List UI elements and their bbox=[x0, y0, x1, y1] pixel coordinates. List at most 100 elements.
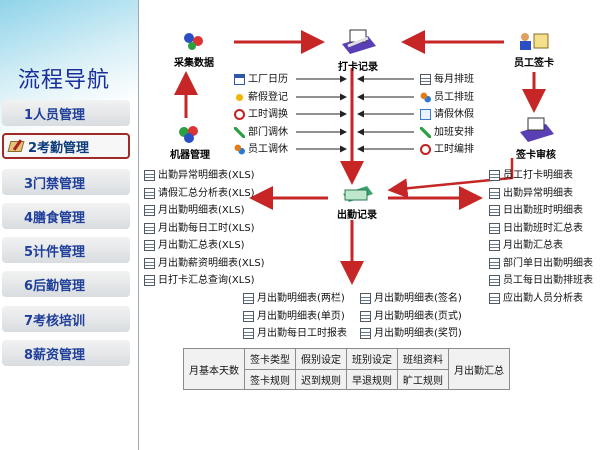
report-link[interactable]: 月出勤每日工时报表 bbox=[243, 325, 347, 343]
report-link[interactable]: 部门单日出勤明细表 bbox=[489, 255, 593, 273]
feeder-arrows bbox=[296, 75, 414, 153]
grid-cell-month-summary[interactable]: 月出勤汇总 bbox=[448, 348, 510, 390]
node-machine-management[interactable]: 机器管理 bbox=[160, 124, 220, 161]
report-link[interactable]: 月出勤薪资明细表(XLS) bbox=[144, 255, 265, 273]
grid-cell[interactable]: 旷工规则 bbox=[397, 368, 449, 390]
report-icon bbox=[489, 257, 500, 269]
report-label: 月出勤汇总表(XLS) bbox=[158, 240, 245, 251]
node-collect-data[interactable]: 采集数据 bbox=[164, 30, 224, 69]
bottom-report-list-right: 月出勤明细表(签名) 月出勤明细表(页式) 月出勤明细表(奖罚) bbox=[360, 290, 462, 343]
report-label: 月出勤薪资明细表(XLS) bbox=[158, 257, 265, 269]
right-report-list: 员工打卡明细表 出勤异常明细表 日出勤班时明细表 日出勤班时汇总表 月出勤汇总表… bbox=[489, 167, 593, 307]
node-punch-record[interactable]: 打卡记录 bbox=[328, 26, 388, 73]
printer-icon bbox=[420, 74, 431, 86]
setting-label: 员工排班 bbox=[434, 91, 474, 103]
grid-cell[interactable]: 签卡规则 bbox=[244, 368, 296, 390]
report-icon bbox=[144, 205, 155, 217]
nav-item-access-control[interactable]: 3门禁管理 bbox=[2, 169, 130, 195]
report-link[interactable]: 出勤异常明细表 bbox=[489, 185, 593, 203]
setting-label: 工时编排 bbox=[434, 144, 474, 155]
report-link[interactable]: 月出勤每日工时(XLS) bbox=[144, 220, 265, 238]
nav-item-training[interactable]: 7考核培训 bbox=[2, 306, 130, 332]
report-link[interactable]: 月出勤明细表(两栏) bbox=[243, 290, 347, 308]
report-icon bbox=[360, 310, 371, 322]
setting-item[interactable]: 薪假登记 bbox=[234, 89, 288, 107]
report-link[interactable]: 月出勤明细表(签名) bbox=[360, 290, 462, 308]
report-link[interactable]: 月出勤汇总表 bbox=[489, 237, 593, 255]
nav-item-attendance[interactable]: 2考勤管理 bbox=[2, 133, 130, 159]
grid-cell[interactable]: 迟到规则 bbox=[295, 368, 347, 390]
nav-label: 6后勤管理 bbox=[24, 278, 86, 294]
attendance-record-icon bbox=[343, 186, 373, 202]
setting-label: 员工调休 bbox=[248, 144, 288, 155]
node-label: 签卡审核 bbox=[516, 150, 556, 161]
report-label: 月出勤每日工时报表 bbox=[257, 328, 347, 339]
nav-item-logistics[interactable]: 6后勤管理 bbox=[2, 271, 130, 297]
right-settings-list: 每月排班 员工排班 请假休假 加班安排 工时编排 bbox=[420, 71, 474, 159]
node-employee-card[interactable]: 员工签卡 bbox=[504, 30, 564, 69]
nav-item-piecework[interactable]: 5计件管理 bbox=[2, 237, 130, 263]
grid-cell-month-days[interactable]: 月基本天数 bbox=[183, 348, 245, 390]
node-card-review[interactable]: 签卡审核 bbox=[506, 116, 566, 161]
report-link[interactable]: 员工每日出勤排班表 bbox=[489, 272, 593, 290]
machine-icon bbox=[179, 126, 198, 143]
employee-card-icon bbox=[520, 33, 549, 50]
report-icon bbox=[360, 293, 371, 305]
setting-item[interactable]: 部门调休 bbox=[234, 124, 288, 142]
report-link[interactable]: 日出勤班时汇总表 bbox=[489, 220, 593, 238]
node-attendance-record[interactable]: 出勤记录 bbox=[326, 182, 388, 221]
report-link[interactable]: 请假汇总分析表(XLS) bbox=[144, 185, 265, 203]
setting-label: 工时调换 bbox=[248, 109, 288, 120]
setting-label: 请假休假 bbox=[434, 109, 474, 120]
report-link[interactable]: 员工打卡明细表 bbox=[489, 167, 593, 185]
arrow-review-to-attendance bbox=[387, 158, 514, 199]
report-link[interactable]: 月出勤明细表(奖罚) bbox=[360, 325, 462, 343]
report-icon bbox=[144, 240, 155, 252]
report-label: 员工每日出勤排班表 bbox=[503, 275, 593, 286]
setting-label: 部门调休 bbox=[248, 126, 288, 138]
nav-item-personnel[interactable]: 1人员管理 bbox=[2, 100, 130, 126]
grid-cell[interactable]: 早退规则 bbox=[346, 368, 398, 390]
setting-label: 每月排班 bbox=[434, 74, 474, 85]
report-label: 月出勤明细表(两栏) bbox=[257, 293, 345, 304]
report-link[interactable]: 月出勤汇总表(XLS) bbox=[144, 237, 265, 255]
report-icon bbox=[243, 293, 254, 305]
setting-item[interactable]: 员工排班 bbox=[420, 89, 474, 107]
setting-item[interactable]: 工时调换 bbox=[234, 106, 288, 124]
report-label: 日出勤班时明细表 bbox=[503, 205, 583, 216]
nav-item-salary[interactable]: 8薪资管理 bbox=[2, 340, 130, 366]
report-label: 月出勤汇总表 bbox=[503, 240, 563, 251]
report-link[interactable]: 日出勤班时明细表 bbox=[489, 202, 593, 220]
node-label: 采集数据 bbox=[174, 58, 214, 69]
report-link[interactable]: 月出勤明细表(XLS) bbox=[144, 202, 265, 220]
rules-settings-grid: 月基本天数 签卡类型 假别设定 班别设定 班组资料 月出勤汇总 签卡规则 迟到规… bbox=[183, 348, 510, 390]
people-icon bbox=[420, 91, 431, 103]
report-label: 出勤异常明细表(XLS) bbox=[158, 170, 255, 181]
report-link[interactable]: 月出勤明细表(单页) bbox=[243, 308, 347, 326]
report-link[interactable]: 月出勤明细表(页式) bbox=[360, 308, 462, 326]
calendar-icon bbox=[234, 74, 245, 86]
report-link[interactable]: 日打卡汇总查询(XLS) bbox=[144, 272, 265, 290]
report-icon bbox=[489, 222, 500, 234]
nav-label: 8薪资管理 bbox=[24, 347, 86, 363]
report-label: 请假汇总分析表(XLS) bbox=[158, 187, 255, 199]
node-label: 机器管理 bbox=[170, 150, 210, 161]
report-link[interactable]: 出勤异常明细表(XLS) bbox=[144, 167, 265, 185]
grid-cell[interactable]: 班别设定 bbox=[346, 348, 398, 370]
setting-item[interactable]: 工时编排 bbox=[420, 141, 474, 159]
setting-item[interactable]: 每月排班 bbox=[420, 71, 474, 89]
setting-item[interactable]: 请假休假 bbox=[420, 106, 474, 124]
bottom-report-list-left: 月出勤明细表(两栏) 月出勤明细表(单页) 月出勤每日工时报表 bbox=[243, 290, 347, 343]
nav-label: 4膳食管理 bbox=[24, 210, 86, 226]
setting-item[interactable]: 加班安排 bbox=[420, 124, 474, 142]
punch-clock-icon bbox=[342, 29, 376, 54]
grid-cell[interactable]: 假别设定 bbox=[295, 348, 347, 370]
setting-item[interactable]: 员工调休 bbox=[234, 141, 288, 159]
report-icon bbox=[360, 328, 371, 340]
grid-cell[interactable]: 签卡类型 bbox=[244, 348, 296, 370]
report-link[interactable]: 应出勤人员分析表 bbox=[489, 290, 593, 308]
node-label: 员工签卡 bbox=[514, 58, 554, 69]
setting-item[interactable]: 工厂日历 bbox=[234, 71, 288, 89]
nav-item-meal[interactable]: 4膳食管理 bbox=[2, 203, 130, 229]
grid-cell[interactable]: 班组资料 bbox=[397, 348, 449, 370]
